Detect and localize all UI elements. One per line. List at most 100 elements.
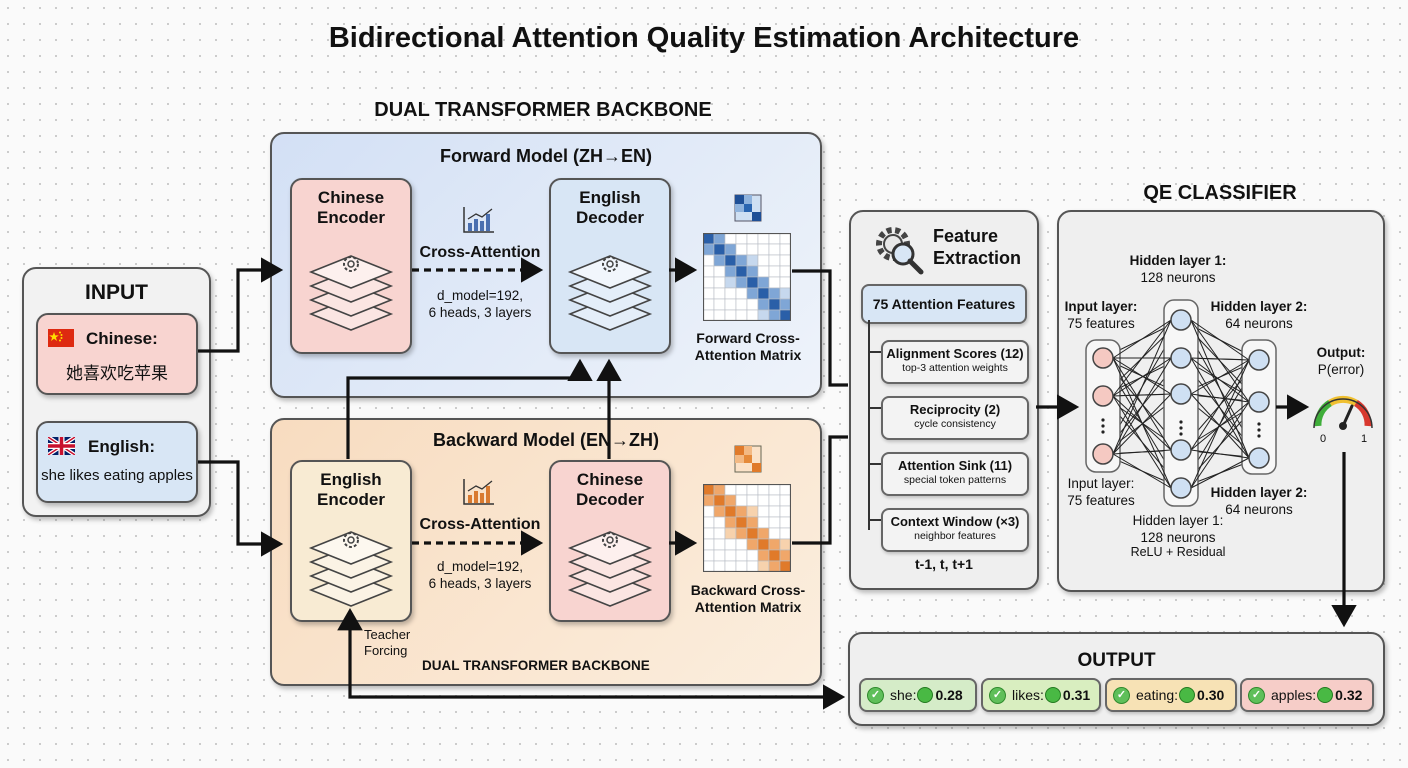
feature-alignment-scores: Alignment Scores (12) top-3 attention we…: [881, 340, 1029, 384]
hidden2-top-label: Hidden layer 2:: [1210, 299, 1308, 314]
matrix-cell: [757, 505, 770, 518]
layer-stack-icon: [308, 531, 394, 607]
feature-name: Alignment Scores (12): [886, 346, 1024, 361]
status-dot-icon: [1317, 687, 1334, 703]
feature-desc: top-3 attention weights: [902, 362, 1008, 374]
matrix-cell: [735, 505, 748, 518]
layer-stack-icon: [567, 255, 653, 331]
output-label: Output:: [1316, 345, 1366, 360]
nn-neuron: [1170, 309, 1192, 331]
matrix-cell: [768, 538, 781, 551]
matrix-cell: [746, 560, 759, 572]
matrix-cell: [779, 233, 791, 245]
status-dot-icon: [1179, 687, 1196, 703]
nn-connection: [1112, 393, 1172, 397]
probability-gauge-icon: [1313, 395, 1373, 430]
token-score: 0.31: [1062, 687, 1091, 703]
matrix-cell: [768, 549, 781, 562]
matrix-cell: [757, 309, 770, 321]
matrix-cell: [735, 276, 748, 289]
matrix-cell: [746, 254, 759, 267]
nn-connection: [1112, 357, 1172, 451]
forward-attention-matrix: [703, 233, 791, 321]
matrix-cell: [779, 276, 791, 289]
matrix-cell: [746, 484, 759, 496]
bar-chart-icon: [463, 207, 494, 233]
nn-connection: [1112, 357, 1172, 397]
matrix-cell: [724, 494, 737, 507]
feature-extraction-title-line1: Feature: [933, 226, 999, 246]
feature-extraction-title-line2: Extraction: [933, 248, 1022, 268]
matrix-cell: [768, 527, 781, 540]
hidden1-activation: ReLU + Residual: [1130, 545, 1226, 559]
matrix-cell: [713, 243, 726, 256]
nn-connection: [1112, 357, 1172, 395]
matrix-cell: [724, 516, 737, 529]
matrix-cell: [779, 538, 791, 551]
feature-desc: neighbor features: [914, 530, 996, 542]
chinese-decoder-label: Chinese Decoder: [575, 470, 645, 509]
token-score: 0.32: [1335, 687, 1363, 703]
nn-connection: [1112, 319, 1172, 359]
matrix-cell: [768, 254, 781, 267]
matrix-cell: [713, 484, 726, 496]
nn-connection: [1190, 359, 1250, 451]
mini-matrix-icon: [734, 445, 762, 473]
nn-connection: [1112, 357, 1172, 455]
matrix-cell: [779, 298, 791, 311]
matrix-cell: [703, 254, 715, 267]
chinese-input-box: Chinese: 她喜欢吃苹果: [36, 313, 198, 395]
english-sentence: she likes eating apples: [41, 467, 193, 484]
matrix-cell: [735, 298, 748, 311]
matrix-cell: [703, 287, 715, 300]
output-heading: OUTPUT: [1077, 650, 1156, 671]
matrix-cell: [757, 527, 770, 540]
forward-model-title: Forward Model (ZH→EN): [440, 146, 652, 166]
matrix-cell: [746, 505, 759, 518]
matrix-cell: [757, 298, 770, 311]
english-label: English:: [88, 437, 156, 456]
matrix-cell: [779, 243, 791, 256]
hidden1-bottom-size: 128 neurons: [1140, 530, 1216, 545]
matrix-cell: [713, 538, 726, 551]
status-dot-icon: [1044, 687, 1061, 703]
feature-desc: special token patterns: [903, 474, 1007, 486]
feature-attention-sink: Attention Sink (11) special token patter…: [881, 452, 1029, 496]
english-encoder-label: English Encoder: [316, 470, 386, 509]
matrix-cell: [779, 254, 791, 267]
matrix-cell: [703, 560, 715, 572]
nn-ellipsis-dot: [1257, 428, 1261, 432]
nn-connection: [1112, 319, 1172, 455]
teacher-forcing-label: Teacher Forcing: [364, 627, 411, 658]
matrix-cell: [746, 298, 759, 311]
matrix-cell: [779, 287, 791, 300]
feature-name: Context Window (×3): [890, 514, 1020, 529]
neural-network-graph: [1085, 299, 1277, 507]
matrix-cell: [713, 494, 726, 507]
matrix-cell: [735, 560, 748, 572]
matrix-cell: [724, 233, 737, 245]
matrix-cell: [724, 298, 737, 311]
output-token-likes: ✓ likes: 0.31: [981, 678, 1101, 712]
input-heading: INPUT: [85, 281, 148, 304]
check-icon: ✓: [1248, 686, 1265, 704]
feature-name: Reciprocity (2): [909, 402, 1001, 417]
matrix-cell: [724, 538, 737, 551]
matrix-cell: [768, 265, 781, 278]
matrix-cell: [746, 287, 759, 300]
english-decoder-block: English Decoder: [549, 178, 671, 354]
matrix-cell: [779, 484, 791, 496]
check-icon: ✓: [867, 686, 884, 704]
chinese-label: Chinese:: [86, 329, 158, 348]
matrix-cell: [757, 287, 770, 300]
diagram-title: Bidirectional Attention Quality Estimati…: [328, 22, 1080, 54]
matrix-cell: [768, 516, 781, 529]
matrix-cell: [703, 549, 715, 562]
matrix-cell: [735, 494, 748, 507]
output-token-eating: ✓ eating: 0.30: [1105, 678, 1237, 712]
nn-ellipsis-dot: [1179, 426, 1183, 430]
matrix-cell: [746, 494, 759, 507]
matrix-cell: [724, 484, 737, 496]
matrix-cell: [713, 560, 726, 572]
layer-stack-icon: [308, 255, 394, 331]
